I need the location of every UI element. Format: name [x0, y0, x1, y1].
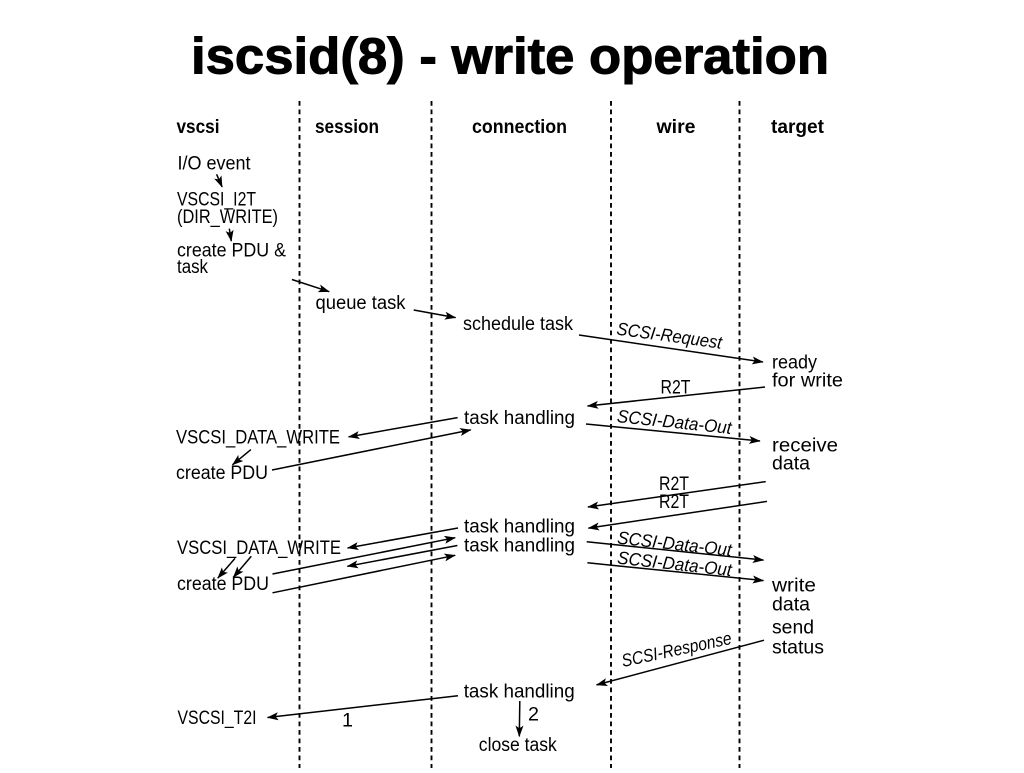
svg-text:R2T: R2T	[659, 474, 689, 495]
svg-text:data: data	[772, 595, 810, 616]
svg-text:queue task: queue task	[316, 293, 406, 314]
svg-text:connection: connection	[472, 117, 567, 138]
svg-text:R2T: R2T	[661, 378, 691, 399]
svg-text:2: 2	[528, 705, 539, 726]
svg-text:VSCSI_I2T: VSCSI_I2T	[177, 190, 256, 211]
svg-text:(DIR_WRITE): (DIR_WRITE)	[177, 207, 278, 228]
svg-text:task handling: task handling	[464, 517, 575, 538]
svg-text:create PDU: create PDU	[177, 574, 269, 595]
svg-text:task handling: task handling	[464, 682, 575, 703]
svg-text:R2T: R2T	[659, 492, 689, 513]
svg-text:VSCSI_T2I: VSCSI_T2I	[178, 708, 257, 729]
svg-text:session: session	[315, 117, 379, 138]
svg-text:schedule task: schedule task	[463, 314, 573, 335]
svg-text:close task: close task	[479, 735, 557, 756]
svg-text:task handling: task handling	[464, 408, 575, 429]
svg-text:write: write	[771, 576, 816, 597]
svg-text:VSCSI_DATA_WRITE: VSCSI_DATA_WRITE	[177, 538, 341, 559]
svg-text:status: status	[772, 638, 824, 659]
svg-text:ready: ready	[772, 353, 817, 374]
svg-text:task: task	[177, 257, 208, 278]
svg-text:create PDU: create PDU	[176, 463, 268, 484]
svg-text:data: data	[772, 454, 810, 475]
svg-text:create PDU &: create PDU &	[177, 241, 286, 262]
svg-text:send: send	[772, 618, 814, 639]
svg-text:vscsi: vscsi	[177, 117, 220, 138]
svg-text:for write: for write	[772, 371, 843, 392]
svg-text:iscsid(8) - write operation: iscsid(8) - write operation	[191, 28, 829, 85]
svg-text:I/O event: I/O event	[178, 154, 252, 175]
svg-text:target: target	[771, 117, 825, 138]
svg-text:task handling: task handling	[464, 536, 575, 557]
svg-text:VSCSI_DATA_WRITE: VSCSI_DATA_WRITE	[176, 428, 340, 449]
svg-text:wire: wire	[655, 117, 695, 138]
svg-text:receive: receive	[772, 436, 838, 457]
svg-text:1: 1	[342, 711, 353, 732]
